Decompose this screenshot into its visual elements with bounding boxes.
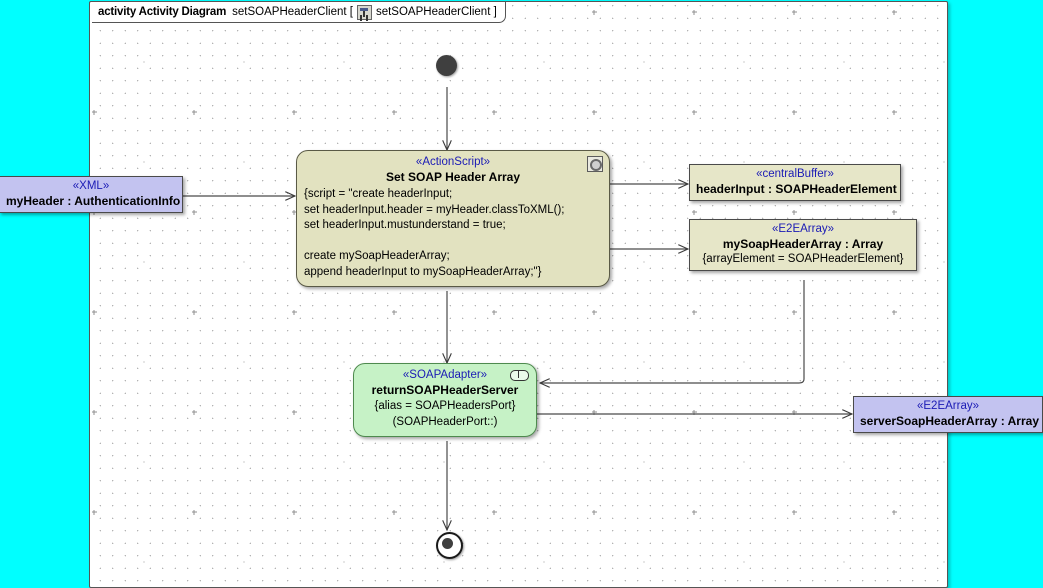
action-node-set-soap-header-array[interactable]: «ActionScript» Set SOAP Header Array {sc… <box>296 150 610 287</box>
stereotype-label: «E2EArray» <box>916 400 979 412</box>
frame-diagram-name: setSOAPHeaderClient [ <box>232 6 353 18</box>
stereotype-label: «centralBuffer» <box>756 168 834 180</box>
frame-title-tab: activity Activity Diagram setSOAPHeaderC… <box>92 2 506 23</box>
frame-inner-name: setSOAPHeaderClient ] <box>375 6 497 18</box>
node-label: Set SOAP Header Array <box>385 170 521 184</box>
diagram-icon <box>356 4 372 20</box>
grid-crosses <box>92 10 897 515</box>
node-label: headerInput : SOAPHeaderElement <box>696 182 897 196</box>
action-node-return-soap-header-server[interactable]: «SOAPAdapter» returnSOAPHeaderServer {al… <box>353 363 537 437</box>
node-property: {arrayElement = SOAPHeaderElement} <box>702 253 904 265</box>
object-node-header-input[interactable]: «centralBuffer» headerInput : SOAPHeader… <box>689 164 901 201</box>
stereotype-label: «ActionScript» <box>415 156 491 168</box>
object-node-my-soap-header-array[interactable]: «E2EArray» mySoapHeaderArray : Array {ar… <box>689 219 917 271</box>
action-script-icon <box>587 156 603 172</box>
initial-node[interactable] <box>436 55 457 76</box>
node-label: mySoapHeaderArray : Array <box>722 237 884 251</box>
node-port: (SOAPHeaderPort::) <box>392 416 498 428</box>
node-label: serverSoapHeaderArray : Array <box>860 414 1039 428</box>
object-node-server-soap-header-array[interactable]: «E2EArray» serverSoapHeaderArray : Array <box>853 396 1043 433</box>
node-label: myHeader : AuthenticationInfo <box>6 194 181 208</box>
stereotype-label: «E2EArray» <box>771 223 834 235</box>
activity-diagram-frame <box>89 1 948 588</box>
node-label: returnSOAPHeaderServer <box>371 383 519 397</box>
stereotype-label: «SOAPAdapter» <box>402 369 488 381</box>
object-node-my-header[interactable]: «XML» myHeader : AuthenticationInfo <box>0 176 183 213</box>
action-script-body: {script = "create headerInput; set heade… <box>304 188 565 278</box>
frame-keyword: activity Activity Diagram <box>98 6 227 18</box>
stereotype-label: «XML» <box>72 180 110 192</box>
soap-port-icon <box>510 370 529 381</box>
activity-final-node[interactable] <box>436 532 463 559</box>
node-alias: {alias = SOAPHeadersPort} <box>374 400 516 412</box>
